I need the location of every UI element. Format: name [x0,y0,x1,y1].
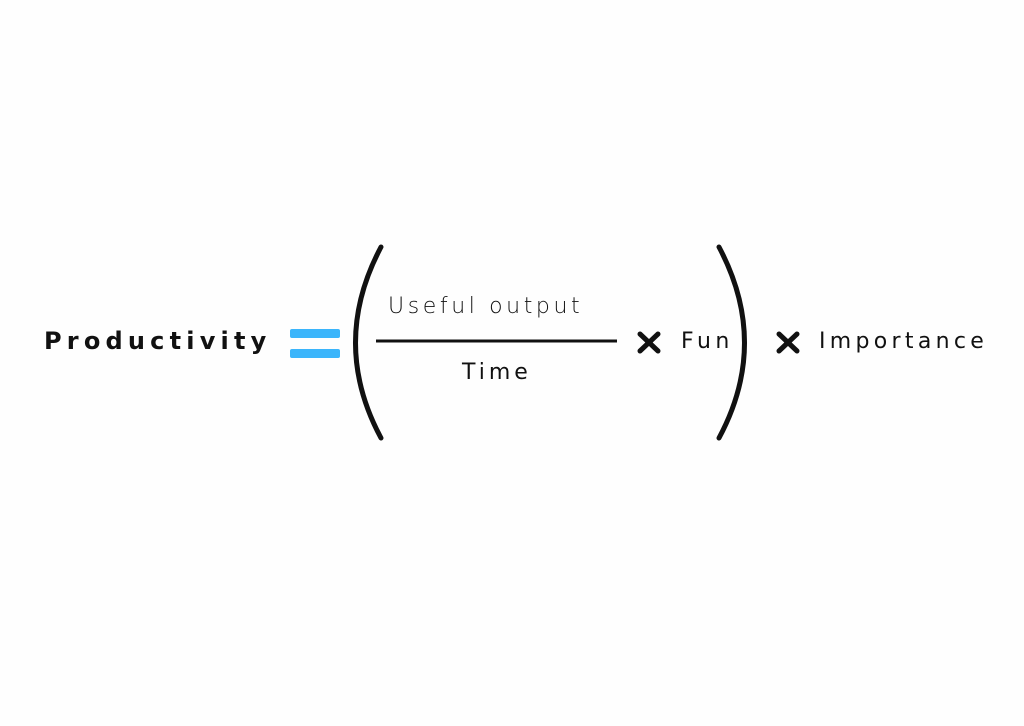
equals-bar-top [290,329,340,338]
factor-fun: Fun [681,329,734,354]
denominator-time: Time [462,360,532,385]
right-parenthesis [716,244,747,441]
factor-importance: Importance [819,329,989,354]
multiply-icon [637,331,661,354]
numerator-useful-output: Useful output [388,294,584,319]
left-parenthesis [353,244,384,441]
multiply-icon [776,331,800,354]
productivity-label: Productivity [44,327,272,355]
equals-bar-bottom [290,349,340,358]
